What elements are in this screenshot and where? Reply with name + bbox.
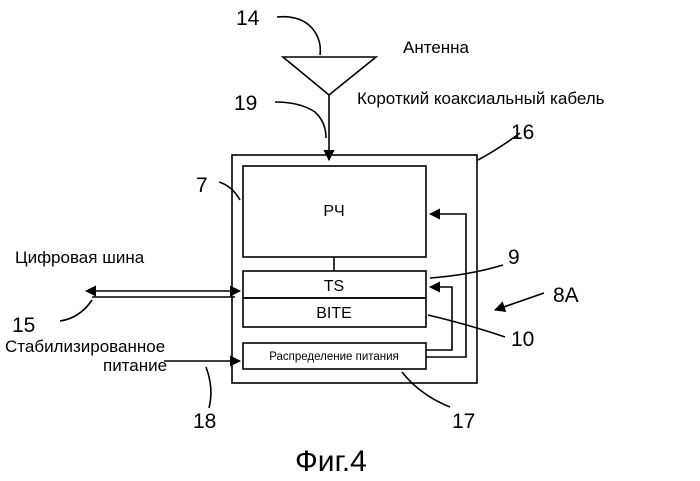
digital-bus-label: Цифровая шина <box>15 248 145 267</box>
figure-caption: Фиг.4 <box>295 445 367 478</box>
bite-block-label: BITE <box>316 305 352 322</box>
ref-10: 10 <box>511 328 534 351</box>
ref-14: 14 <box>236 7 260 30</box>
antenna-label: Антенна <box>403 38 470 57</box>
stabilized-power-label-line1: Стабилизированное <box>5 337 165 356</box>
ts-block-label: TS <box>324 278 344 295</box>
ref-8a: 8A <box>553 284 579 307</box>
ref-19: 19 <box>234 92 257 115</box>
power-distribution-label: Распределение питания <box>269 351 399 363</box>
ref-18: 18 <box>193 410 216 433</box>
ref-16: 16 <box>511 121 534 144</box>
rf-block-label: РЧ <box>323 203 344 220</box>
coax-cable-label: Короткий коаксиальный кабель <box>357 89 605 108</box>
ref-17: 17 <box>452 410 475 433</box>
stabilized-power-label-line2: питание <box>103 356 167 375</box>
ref-7: 7 <box>196 174 208 197</box>
ref-15: 15 <box>12 314 35 337</box>
ref-9: 9 <box>508 246 520 269</box>
housing-outline <box>232 155 477 383</box>
digital-bus-arrow <box>86 291 240 297</box>
power-feed-lines <box>426 214 466 357</box>
